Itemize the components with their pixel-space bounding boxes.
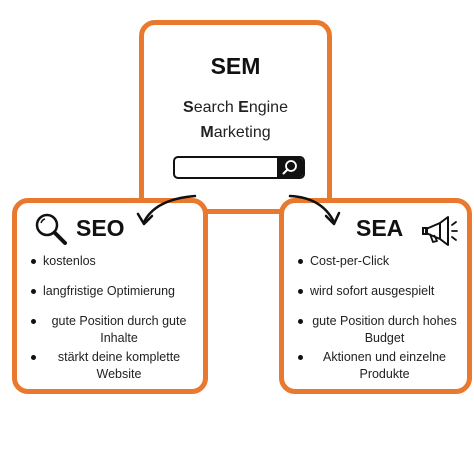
arrow-sem-to-seo: [142, 194, 197, 224]
sem-subtitle-line1: Search Engine: [144, 99, 327, 117]
megaphone-icon: [422, 216, 458, 246]
list-item: Aktionen und einzelne Produkte: [298, 349, 459, 383]
list-item-text: stärkt deine komplette Website: [57, 350, 181, 381]
sem-word-engine: ngine: [248, 99, 288, 116]
sem-title: SEM: [210, 53, 261, 79]
arrowhead-seo: [136, 212, 154, 226]
seo-title: SEO: [76, 215, 125, 241]
bullet: [31, 319, 36, 324]
list-item-text: wird sofort ausgespielt: [310, 284, 435, 298]
sem-word-search: earch: [193, 99, 239, 116]
list-item: Cost-per-Click: [298, 253, 459, 270]
seo-box: SEO kostenlos langfristige Optimierung g…: [12, 198, 208, 394]
search-field-illustration: [178, 161, 273, 174]
sem-word-marketing: arketing: [213, 124, 271, 141]
list-item: gute Position durch hohes Budget: [298, 313, 459, 347]
bullet: [298, 289, 303, 294]
bullet: [31, 289, 36, 294]
sem-letter-m: M: [200, 124, 214, 141]
magnifier-icon: [35, 213, 67, 245]
arrow-sem-to-sea: [288, 194, 336, 224]
list-item-text: Aktionen und einzelne Produkte: [322, 350, 446, 381]
arrowhead-sea: [324, 211, 341, 226]
list-item-text: kostenlos: [43, 254, 96, 268]
list-item-text: gute Position durch gute Inhalte: [51, 314, 187, 345]
sea-title: SEA: [356, 215, 404, 241]
bullet: [298, 355, 303, 360]
search-button-illustration: [277, 158, 303, 177]
bullet: [298, 319, 303, 324]
bullet: [298, 259, 303, 264]
list-item: wird sofort ausgespielt: [298, 283, 459, 300]
sea-box: SEA Cost-per-Click wird sofort ausgespie…: [279, 198, 472, 394]
sem-subtitle-line2: Marketing: [144, 124, 327, 142]
list-item: langfristige Optimierung: [31, 283, 195, 300]
search-icon: [282, 160, 297, 175]
sem-box: SEM Search Engine Marketing: [139, 20, 332, 214]
list-item-text: Cost-per-Click: [310, 254, 390, 268]
list-item: kostenlos: [31, 253, 195, 270]
list-item-text: langfristige Optimierung: [43, 284, 176, 298]
list-item-text: gute Position durch hohes Budget: [312, 314, 457, 345]
bullet: [31, 355, 36, 360]
sem-letter-s: S: [183, 99, 194, 116]
bullet: [31, 259, 36, 264]
sem-letter-e: E: [238, 99, 249, 116]
list-item: stärkt deine komplette Website: [31, 349, 195, 383]
search-bar-illustration: [173, 156, 305, 179]
list-item: gute Position durch gute Inhalte: [31, 313, 195, 347]
